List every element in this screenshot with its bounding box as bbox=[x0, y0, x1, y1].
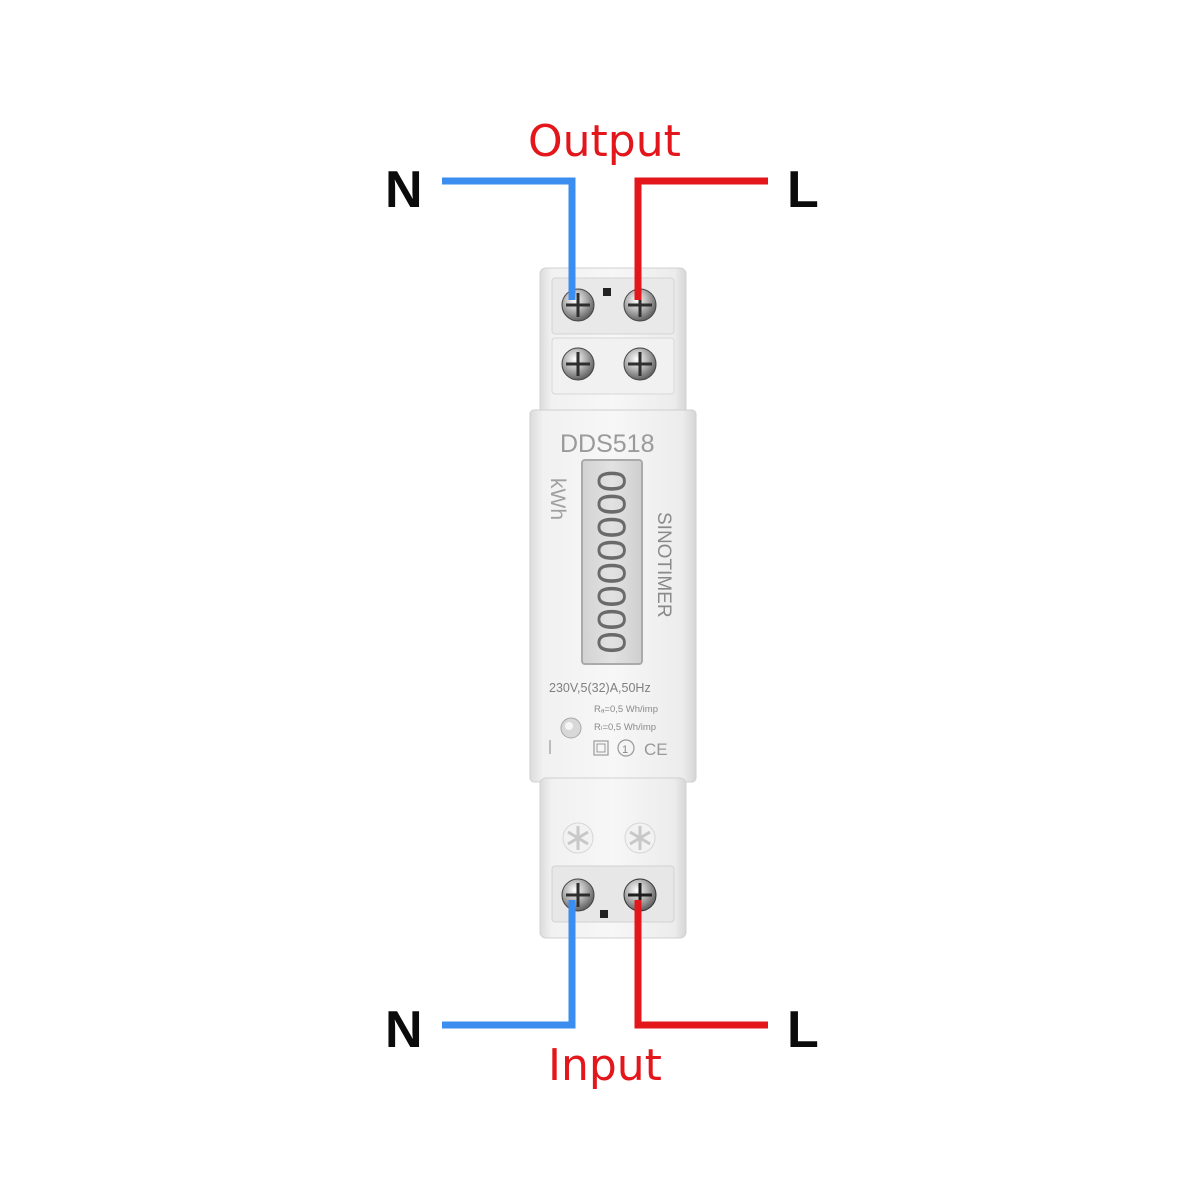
input-label: Input bbox=[548, 1040, 662, 1091]
terminal-screw-top-neutral bbox=[561, 288, 595, 322]
terminal-screw-top-live bbox=[623, 288, 657, 322]
constant-rl-text: Rₗ=0,5 Wh/imp bbox=[594, 722, 656, 733]
live-wire-output bbox=[634, 177, 768, 300]
terminal-marker-bottom bbox=[600, 910, 608, 918]
lcd-display bbox=[581, 459, 643, 665]
pulse-led bbox=[560, 717, 582, 739]
lcd-reading: 00000000 bbox=[589, 470, 633, 654]
terminal-screw-bottom-live bbox=[623, 878, 657, 912]
terminal-screw-2 bbox=[561, 347, 595, 381]
terminal-marker-top bbox=[603, 288, 611, 296]
terminal-screw-3 bbox=[623, 347, 657, 381]
live-label-bottom: L bbox=[787, 1001, 819, 1059]
output-label: Output bbox=[528, 116, 681, 167]
ce-mark: CE bbox=[644, 740, 668, 759]
unit-label: kWh bbox=[546, 478, 569, 520]
svg-text:1: 1 bbox=[622, 744, 628, 756]
brand-label: SINOTIMER bbox=[653, 512, 674, 618]
neutral-wire-input bbox=[442, 900, 576, 1029]
live-wire-input bbox=[634, 900, 768, 1029]
live-label-top: L bbox=[787, 161, 819, 219]
constant-ra-text: Rₐ=0,5 Wh/imp bbox=[594, 704, 658, 715]
neutral-label-top: N bbox=[385, 161, 423, 219]
vent-icon-right bbox=[624, 822, 656, 854]
accuracy-class-icon: 1 bbox=[617, 739, 635, 757]
double-insulation-icon bbox=[593, 740, 609, 756]
neutral-wire-output bbox=[442, 177, 576, 300]
neutral-label-bottom: N bbox=[385, 1001, 423, 1059]
vent-icon-left bbox=[562, 822, 594, 854]
rating-text: 230V,5(32)A,50Hz bbox=[549, 681, 651, 695]
terminal-screw-bottom-neutral bbox=[561, 878, 595, 912]
model-text: DDS518 bbox=[560, 430, 655, 458]
